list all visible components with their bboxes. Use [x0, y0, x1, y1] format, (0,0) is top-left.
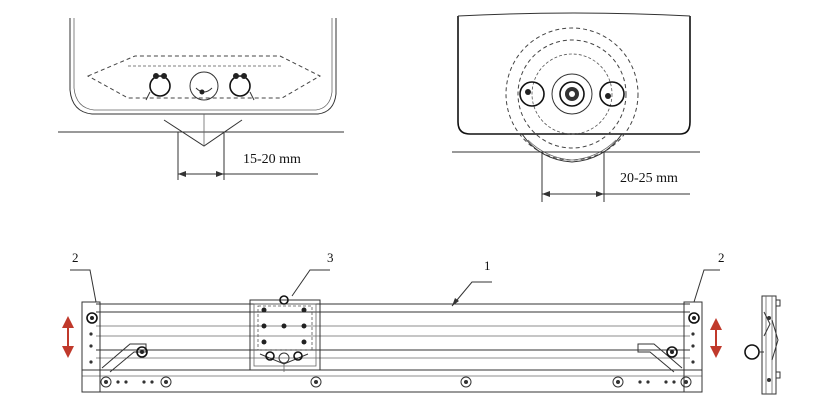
- end-plate-right: [683, 301, 703, 393]
- carriage: [249, 295, 321, 372]
- leader-2-right: [693, 269, 720, 303]
- end-plate-left: [81, 301, 101, 393]
- leader-3: [291, 269, 330, 297]
- dimension-right-label: 20-25 mm: [620, 171, 678, 186]
- base-holes: [100, 376, 692, 388]
- side-knob: [744, 344, 760, 360]
- base-beam: [81, 369, 703, 393]
- callout-1: 1: [484, 258, 491, 273]
- dimension-left-label: 15-20 mm: [243, 152, 301, 167]
- up-down-arrow-icon: [62, 316, 74, 358]
- side-view: [744, 295, 781, 395]
- leader-2-left: [70, 269, 97, 303]
- callout-2-right: 2: [718, 250, 725, 265]
- leader-1: [451, 281, 492, 307]
- strut-right: [637, 343, 683, 373]
- dimension-right: 20-25 mm: [541, 152, 690, 202]
- dimension-left: 15-20 mm: [177, 132, 318, 180]
- callout-3: 3: [327, 250, 334, 265]
- detail-view-left: 15-20 mm: [58, 18, 344, 180]
- hub: [559, 81, 585, 107]
- adjuster-knob-left: [145, 73, 171, 101]
- up-down-arrow-icon: [710, 318, 722, 358]
- detail-view-right: 20-25 mm: [452, 12, 700, 202]
- front-view: 2 3 1 2: [62, 250, 725, 393]
- adjuster-knob-right: [229, 73, 255, 101]
- stud-left: [519, 81, 545, 107]
- center-roller: [189, 71, 219, 101]
- callout-2-left: 2: [72, 250, 79, 265]
- strut-left: [101, 343, 148, 373]
- stud-right: [599, 81, 625, 107]
